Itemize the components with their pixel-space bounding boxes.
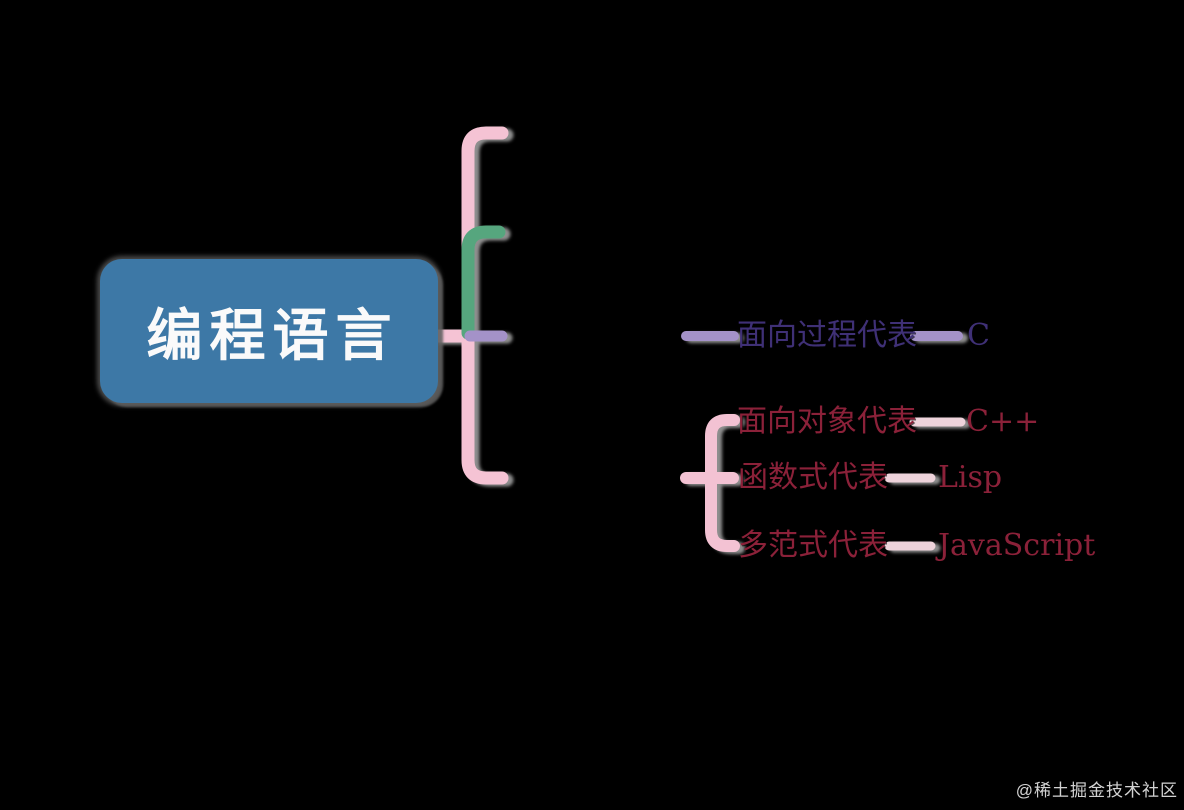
branch-value-javascript[interactable]: JavaScript (938, 528, 1096, 563)
watermark: @稀土掘金技术社区 (1015, 781, 1178, 800)
root-node[interactable]: 编程语言 (100, 259, 438, 403)
branch-value-cpp[interactable]: C++ (966, 404, 1040, 439)
branch-label-multiparadigm[interactable]: 多范式代表 (738, 528, 888, 563)
green-branch-line (461, 225, 506, 340)
branch-label-functional[interactable]: 函数式代表 (738, 460, 888, 495)
branch-label-oop[interactable]: 面向对象代表 (737, 404, 917, 439)
sub-brace-line (705, 414, 740, 552)
branch-value-c[interactable]: C (967, 318, 990, 353)
branch-label-procedural[interactable]: 面向过程代表 (737, 318, 917, 353)
branch-value-lisp[interactable]: Lisp (938, 460, 1003, 495)
root-node-label: 编程语言 (146, 303, 399, 367)
